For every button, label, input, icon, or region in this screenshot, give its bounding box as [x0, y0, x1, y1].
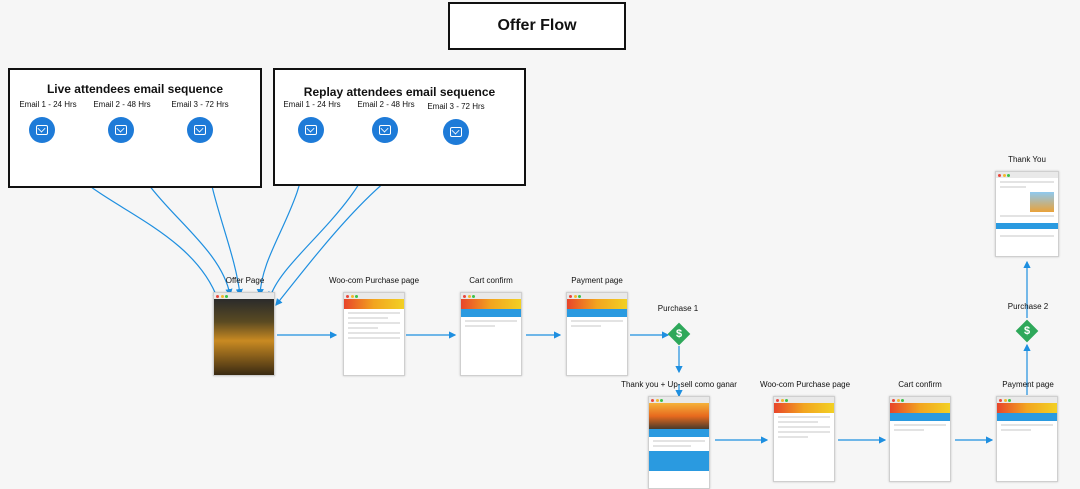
replay-email-2-label: Email 2 - 48 Hrs: [357, 100, 415, 109]
dollar-icon: $: [675, 328, 683, 340]
replay-email-3-label: Email 3 - 72 Hrs: [427, 102, 485, 111]
offer-page-thumbnail[interactable]: [213, 292, 275, 376]
purchase-2-label: Purchase 2: [1007, 302, 1049, 311]
thanks-upsell-thumbnail[interactable]: [648, 396, 710, 489]
email-icon[interactable]: [29, 117, 55, 143]
email-icon[interactable]: [372, 117, 398, 143]
live-email-1-label: Email 1 - 24 Hrs: [19, 100, 77, 109]
cart-confirm-2-label: Cart confirm: [898, 380, 942, 389]
email-icon[interactable]: [298, 117, 324, 143]
live-email-2-label: Email 2 - 48 Hrs: [93, 100, 151, 109]
woo-purchase-2-thumbnail[interactable]: [773, 396, 835, 482]
purchase-1-label: Purchase 1: [657, 304, 699, 313]
thank-you-label: Thank You: [1008, 155, 1046, 164]
payment-page-2-label: Payment page: [1002, 380, 1054, 389]
payment-page-1-thumbnail[interactable]: [566, 292, 628, 376]
live-sequence-title: Live attendees email sequence: [46, 82, 224, 96]
payment-page-2-thumbnail[interactable]: [996, 396, 1058, 482]
live-email-3-label: Email 3 - 72 Hrs: [171, 100, 229, 109]
payment-page-1-label: Payment page: [571, 276, 623, 285]
thank-you-thumbnail[interactable]: [995, 171, 1059, 257]
thanks-upsell-label: Thank you + Up-sell como ganar: [621, 380, 737, 389]
woo-purchase-1-thumbnail[interactable]: [343, 292, 405, 376]
cart-confirm-1-label: Cart confirm: [469, 276, 513, 285]
page-title: Offer Flow: [448, 2, 626, 50]
replay-sequence-title: Replay attendees email sequence: [303, 85, 496, 99]
email-icon[interactable]: [187, 117, 213, 143]
woo-purchase-1-label: Woo-com Purchase page: [328, 276, 420, 285]
dollar-icon: $: [1023, 325, 1031, 337]
email-icon[interactable]: [108, 117, 134, 143]
cart-confirm-1-thumbnail[interactable]: [460, 292, 522, 376]
replay-email-1-label: Email 1 - 24 Hrs: [283, 100, 341, 109]
cart-confirm-2-thumbnail[interactable]: [889, 396, 951, 482]
woo-purchase-2-label: Woo-com Purchase page: [759, 380, 851, 389]
offer-page-label: Offer Page: [225, 276, 265, 285]
email-icon[interactable]: [443, 119, 469, 145]
